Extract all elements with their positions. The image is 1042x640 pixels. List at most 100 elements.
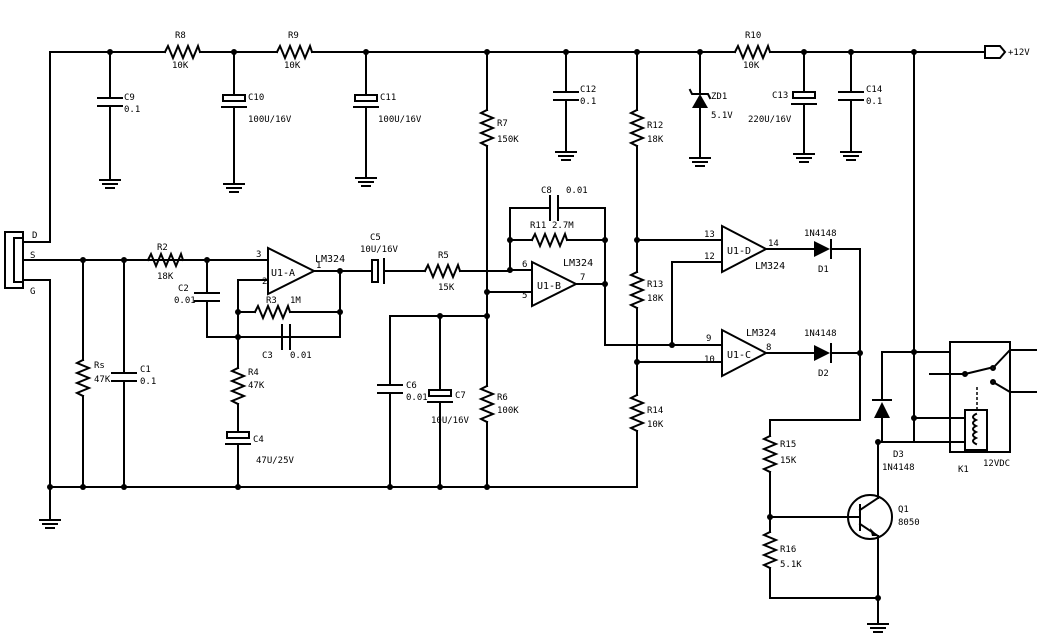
svg-text:15K: 15K — [780, 456, 797, 466]
svg-text:18K: 18K — [157, 272, 174, 282]
svg-text:G: G — [30, 287, 35, 297]
opamp-u1c: U1-C 9 10 8 LM324 — [636, 328, 776, 378]
svg-text:Q1: Q1 — [898, 505, 909, 515]
svg-text:0.01: 0.01 — [174, 296, 196, 306]
svg-text:ZD1: ZD1 — [711, 92, 727, 102]
capacitor-c12: C12 0.1 — [553, 51, 596, 161]
svg-text:2: 2 — [262, 277, 267, 287]
resistor-r6: R6 100K — [478, 291, 519, 488]
power-connector — [984, 45, 1007, 59]
svg-text:10: 10 — [704, 355, 715, 365]
svg-text:R16: R16 — [780, 545, 796, 555]
capacitor-c5: C5 10U/16V — [339, 233, 426, 284]
junction-dots — [47, 49, 917, 601]
svg-text:C14: C14 — [866, 85, 882, 95]
svg-text:C4: C4 — [253, 435, 264, 445]
svg-text:9: 9 — [706, 334, 711, 344]
svg-text:R15: R15 — [780, 440, 796, 450]
svg-text:C8: C8 — [541, 186, 552, 196]
svg-text:R3: R3 — [266, 296, 277, 306]
svg-text:K1: K1 — [958, 465, 969, 475]
capacitor-c6: C6 0.01 — [377, 315, 488, 488]
svg-text:D2: D2 — [818, 369, 829, 379]
svg-text:1N4148: 1N4148 — [804, 229, 837, 239]
svg-text:13: 13 — [704, 230, 715, 240]
svg-text:10U/16V: 10U/16V — [360, 245, 399, 255]
capacitor-c11: C11 100U/16V — [353, 51, 422, 187]
svg-text:47K: 47K — [94, 375, 111, 385]
svg-text:R2: R2 — [157, 243, 168, 253]
svg-text:10K: 10K — [284, 61, 301, 71]
svg-text:LM324: LM324 — [755, 261, 785, 272]
svg-text:0.1: 0.1 — [124, 105, 140, 115]
svg-text:0.1: 0.1 — [580, 97, 596, 107]
svg-text:C11: C11 — [380, 93, 396, 103]
svg-text:8050: 8050 — [898, 518, 920, 528]
relay-k1: K1 12VDC — [913, 341, 1037, 475]
supply-rail: +12V — [49, 45, 1030, 243]
svg-text:LM324: LM324 — [563, 258, 593, 269]
svg-text:R13: R13 — [647, 280, 663, 290]
svg-text:S: S — [30, 251, 35, 261]
svg-text:Rs: Rs — [94, 361, 105, 371]
svg-text:D3: D3 — [893, 450, 904, 460]
svg-text:1N4148: 1N4148 — [804, 329, 837, 339]
capacitor-c8: C8 0.01 — [509, 186, 606, 241]
svg-text:47U/25V: 47U/25V — [256, 456, 295, 466]
svg-text:1M: 1M — [290, 296, 301, 306]
svg-text:100U/16V: 100U/16V — [378, 115, 422, 125]
capacitor-c10: C10 100U/16V — [221, 51, 292, 193]
resistor-r2: R2 18K — [123, 243, 185, 282]
resistor-r10: R10 10K — [733, 31, 772, 71]
svg-text:8: 8 — [766, 343, 771, 353]
svg-text:R12: R12 — [647, 121, 663, 131]
svg-text:47K: 47K — [248, 381, 265, 391]
resistor-r3: R3 1M — [237, 296, 341, 321]
resistor-r8: R8 10K — [163, 31, 202, 71]
svg-text:LM324: LM324 — [315, 254, 345, 265]
svg-text:C6: C6 — [406, 381, 417, 391]
capacitor-c14: C14 0.1 — [838, 51, 882, 161]
svg-text:U1-C: U1-C — [727, 350, 751, 361]
resistor-r7: R7 150K — [478, 51, 519, 293]
svg-text:D1: D1 — [818, 265, 829, 275]
svg-text:U1-A: U1-A — [271, 268, 295, 279]
svg-text:C13: C13 — [772, 91, 788, 101]
svg-text:C9: C9 — [124, 93, 135, 103]
svg-text:0.01: 0.01 — [566, 186, 588, 196]
svg-text:C10: C10 — [248, 93, 264, 103]
svg-text:14: 14 — [768, 239, 779, 249]
supply-label: +12V — [1008, 48, 1030, 58]
svg-text:R11: R11 — [530, 221, 546, 231]
ground-bus — [39, 279, 638, 529]
svg-text:5: 5 — [522, 291, 527, 301]
svg-text:0.1: 0.1 — [866, 97, 882, 107]
svg-text:100U/16V: 100U/16V — [248, 115, 292, 125]
svg-text:R8: R8 — [175, 31, 186, 41]
capacitor-c7: C7 10U/16V — [427, 315, 470, 488]
svg-text:R7: R7 — [497, 119, 508, 129]
svg-text:6: 6 — [522, 260, 527, 270]
resistor-r14: R14 10K — [628, 393, 664, 488]
svg-text:100K: 100K — [497, 406, 519, 416]
svg-text:7: 7 — [580, 273, 585, 283]
transistor-q1: Q1 8050 — [769, 441, 920, 633]
svg-text:15K: 15K — [438, 283, 455, 293]
svg-text:5.1K: 5.1K — [780, 560, 802, 570]
svg-text:10K: 10K — [743, 61, 760, 71]
diode-d1: 1N4148 D1 — [765, 229, 861, 421]
svg-text:C3: C3 — [262, 351, 273, 361]
svg-text:LM324: LM324 — [746, 328, 776, 339]
diode-d2: 1N4148 D2 — [765, 329, 861, 379]
svg-text:1N4148: 1N4148 — [882, 463, 915, 473]
opamp-u1d: U1-D 13 12 14 LM324 — [636, 224, 785, 346]
svg-text:C2: C2 — [178, 284, 189, 294]
pir-sensor: D S G — [4, 231, 261, 297]
svg-text:12: 12 — [704, 252, 715, 262]
zener-zd1: ZD1 5.1V — [688, 51, 733, 167]
svg-text:R5: R5 — [438, 251, 449, 261]
svg-text:R4: R4 — [248, 368, 259, 378]
resistor-r4: R4 47K — [229, 311, 265, 433]
svg-text:12VDC: 12VDC — [983, 459, 1010, 469]
